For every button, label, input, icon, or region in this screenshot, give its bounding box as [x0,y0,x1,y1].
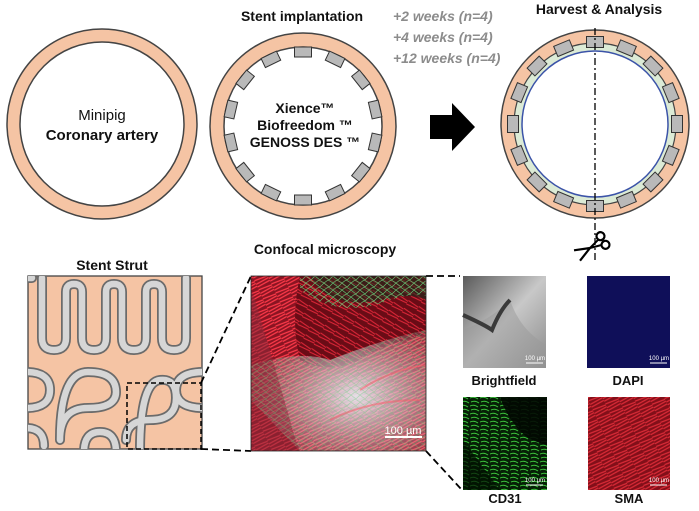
stent-strut [223,132,239,153]
stent-strut [661,144,680,166]
implant-panel: Stent implantation Xience™ Biofreedom ™ … [209,8,397,220]
artery-species-label: Minipig [78,107,126,124]
stent-strut [294,194,312,206]
zoom-connectors [200,275,463,491]
channel-dapi: 100 µm DAPI [587,276,670,388]
stent-name-3: GENOSS DES ™ [250,134,360,150]
stent-strut [367,132,383,153]
stent-strut [235,69,256,91]
channel-cd31: 100 µm CD31 [463,397,547,506]
artery-lumen [19,41,185,207]
confocal-title: Confocal microscopy [254,241,397,257]
dapi-image [587,276,670,368]
stent-strut [615,190,637,209]
strut-pattern [28,276,202,449]
stent-name-1: Xience™ [275,100,334,116]
harvest-panel: Harvest & Analysis [500,1,690,262]
strut-panel: Stent Strut [27,257,203,450]
harvest-title: Harvest & Analysis [536,1,663,17]
strut-zoom-box [126,382,202,450]
timepoint-4wk: +4 weeks (n=4) [393,29,493,45]
brightfield-label: Brightfield [472,373,537,388]
timepoint-2wk: +2 weeks (n=4) [393,8,493,24]
stent-strut [260,183,282,202]
cd31-scale: 100 µm [525,478,545,484]
stent-strut [510,144,529,166]
stent-strut [671,115,683,133]
stent-strut [324,50,346,69]
stent-strut [235,161,256,183]
stent-strut [367,99,383,120]
dapi-label: DAPI [612,373,643,388]
stent-strut [661,82,680,104]
stent-strut [526,171,548,193]
confocal-panel: Confocal microscopy 100 µm [250,241,427,452]
implant-title: Stent implantation [241,8,363,24]
stent-strut [642,55,664,77]
stent-strut [350,161,371,183]
stent-strut [294,46,312,58]
sma-scale: 100 µm [649,478,669,484]
stent-strut [615,39,637,58]
stent-strut [324,183,346,202]
stent-strut [507,115,519,133]
right-arrow-icon [430,103,475,151]
dapi-scale: 100 µm [649,356,669,362]
harvest-stent-struts [507,36,683,212]
artery-type-label: Coronary artery [46,127,159,144]
stent-name-2: Biofreedom ™ [257,117,353,133]
stent-strut [510,82,529,104]
stent-strut [260,50,282,69]
scissors-icon [573,231,611,262]
cd31-label: CD31 [488,491,521,506]
artery-panel: Minipig Coronary artery [6,28,198,220]
confocal-composite-image [251,276,426,451]
stent-strut [642,171,664,193]
stent-strut [223,99,239,120]
brightfield-scale: 100 µm [525,356,545,362]
strut-title: Stent Strut [76,257,148,273]
channel-sma: 100 µm SMA [588,397,670,506]
stent-strut [553,39,575,58]
sma-label: SMA [615,491,645,506]
stent-strut [526,55,548,77]
implant-stent-struts [223,46,383,206]
stent-strut [350,69,371,91]
channel-brightfield: 100 µm Brightfield [462,276,546,388]
timepoint-12wk: +12 weeks (n=4) [393,50,501,66]
strut-background [27,275,203,450]
sma-image [588,397,670,490]
timepoint-list: +2 weeks (n=4) +4 weeks (n=4) +12 weeks … [393,8,501,66]
confocal-scale-label: 100 µm [385,425,422,437]
stent-strut [553,190,575,209]
